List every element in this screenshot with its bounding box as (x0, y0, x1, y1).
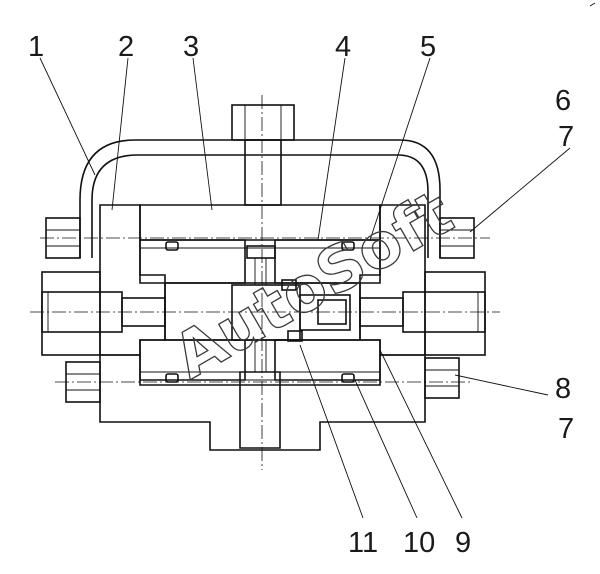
label-3: 3 (183, 31, 199, 63)
label-7-top: 7 (558, 121, 574, 153)
label-9: 9 (455, 527, 471, 559)
label-10: 10 (403, 527, 435, 559)
lower-insert (139, 339, 381, 449)
corner-mark (589, 2, 596, 7)
label-5: 5 (420, 31, 436, 63)
label-2: 2 (118, 31, 134, 63)
left-port (41, 271, 166, 356)
center-lines (30, 95, 500, 470)
right-port (359, 271, 486, 356)
label-6: 6 (555, 85, 571, 117)
label-8: 8 (555, 373, 571, 405)
leader-lines (39, 57, 571, 519)
label-1: 1 (28, 31, 44, 63)
label-4: 4 (335, 31, 351, 63)
watermark: AutoSoft (161, 176, 464, 393)
bracket (79, 139, 441, 258)
top-bolt (231, 104, 295, 206)
label-7-bottom: 7 (558, 413, 574, 445)
label-11: 11 (348, 527, 378, 559)
